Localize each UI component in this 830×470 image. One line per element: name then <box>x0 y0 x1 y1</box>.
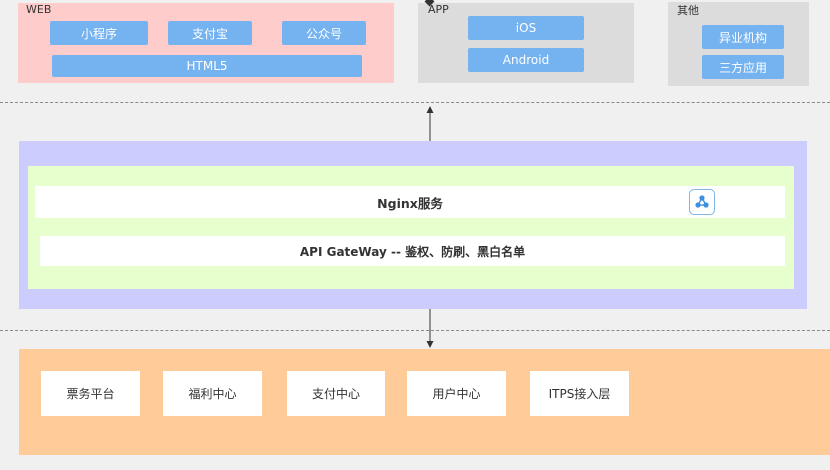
gateway-layer <box>19 141 807 309</box>
separator-top <box>0 102 830 103</box>
nginx-service-bar[interactable]: Nginx服务 <box>35 186 785 218</box>
other-client-group: 其他 异业机构 三方应用 <box>668 2 809 86</box>
service-welfare-center[interactable]: 福利中心 <box>163 371 262 416</box>
cluster-icon-glyph <box>695 195 709 208</box>
api-gateway-bar[interactable]: API GateWay -- 鉴权、防刷、黑白名单 <box>40 236 785 266</box>
nginx-service-label: Nginx服务 <box>377 195 443 211</box>
web-client-group: WEB 小程序 支付宝 公众号 HTML5 <box>18 3 394 83</box>
app-item-android[interactable]: Android <box>468 48 584 72</box>
other-group-label: 其他 <box>677 4 699 17</box>
service-ticketing-platform[interactable]: 票务平台 <box>41 371 140 416</box>
web-item-mini-program[interactable]: 小程序 <box>50 21 148 45</box>
service-user-center[interactable]: 用户中心 <box>407 371 506 416</box>
web-item-html5[interactable]: HTML5 <box>52 55 362 77</box>
app-item-ios[interactable]: iOS <box>468 16 584 40</box>
app-client-group: APP iOS Android <box>418 3 634 83</box>
cluster-icon[interactable] <box>689 189 715 215</box>
web-item-official-account[interactable]: 公众号 <box>282 21 366 45</box>
other-item-third-party-app[interactable]: 三方应用 <box>702 55 784 79</box>
web-item-alipay[interactable]: 支付宝 <box>168 21 252 45</box>
service-itps-access-layer[interactable]: ITPS接入层 <box>530 371 629 416</box>
other-item-partner-org[interactable]: 异业机构 <box>702 25 784 49</box>
web-group-label: WEB <box>26 3 52 16</box>
api-gateway-label: API GateWay -- 鉴权、防刷、黑白名单 <box>299 244 526 259</box>
service-payment-center[interactable]: 支付中心 <box>287 371 385 416</box>
gateway-inner-panel <box>28 166 794 289</box>
app-group-label: APP <box>428 3 449 16</box>
separator-bottom <box>0 330 830 331</box>
